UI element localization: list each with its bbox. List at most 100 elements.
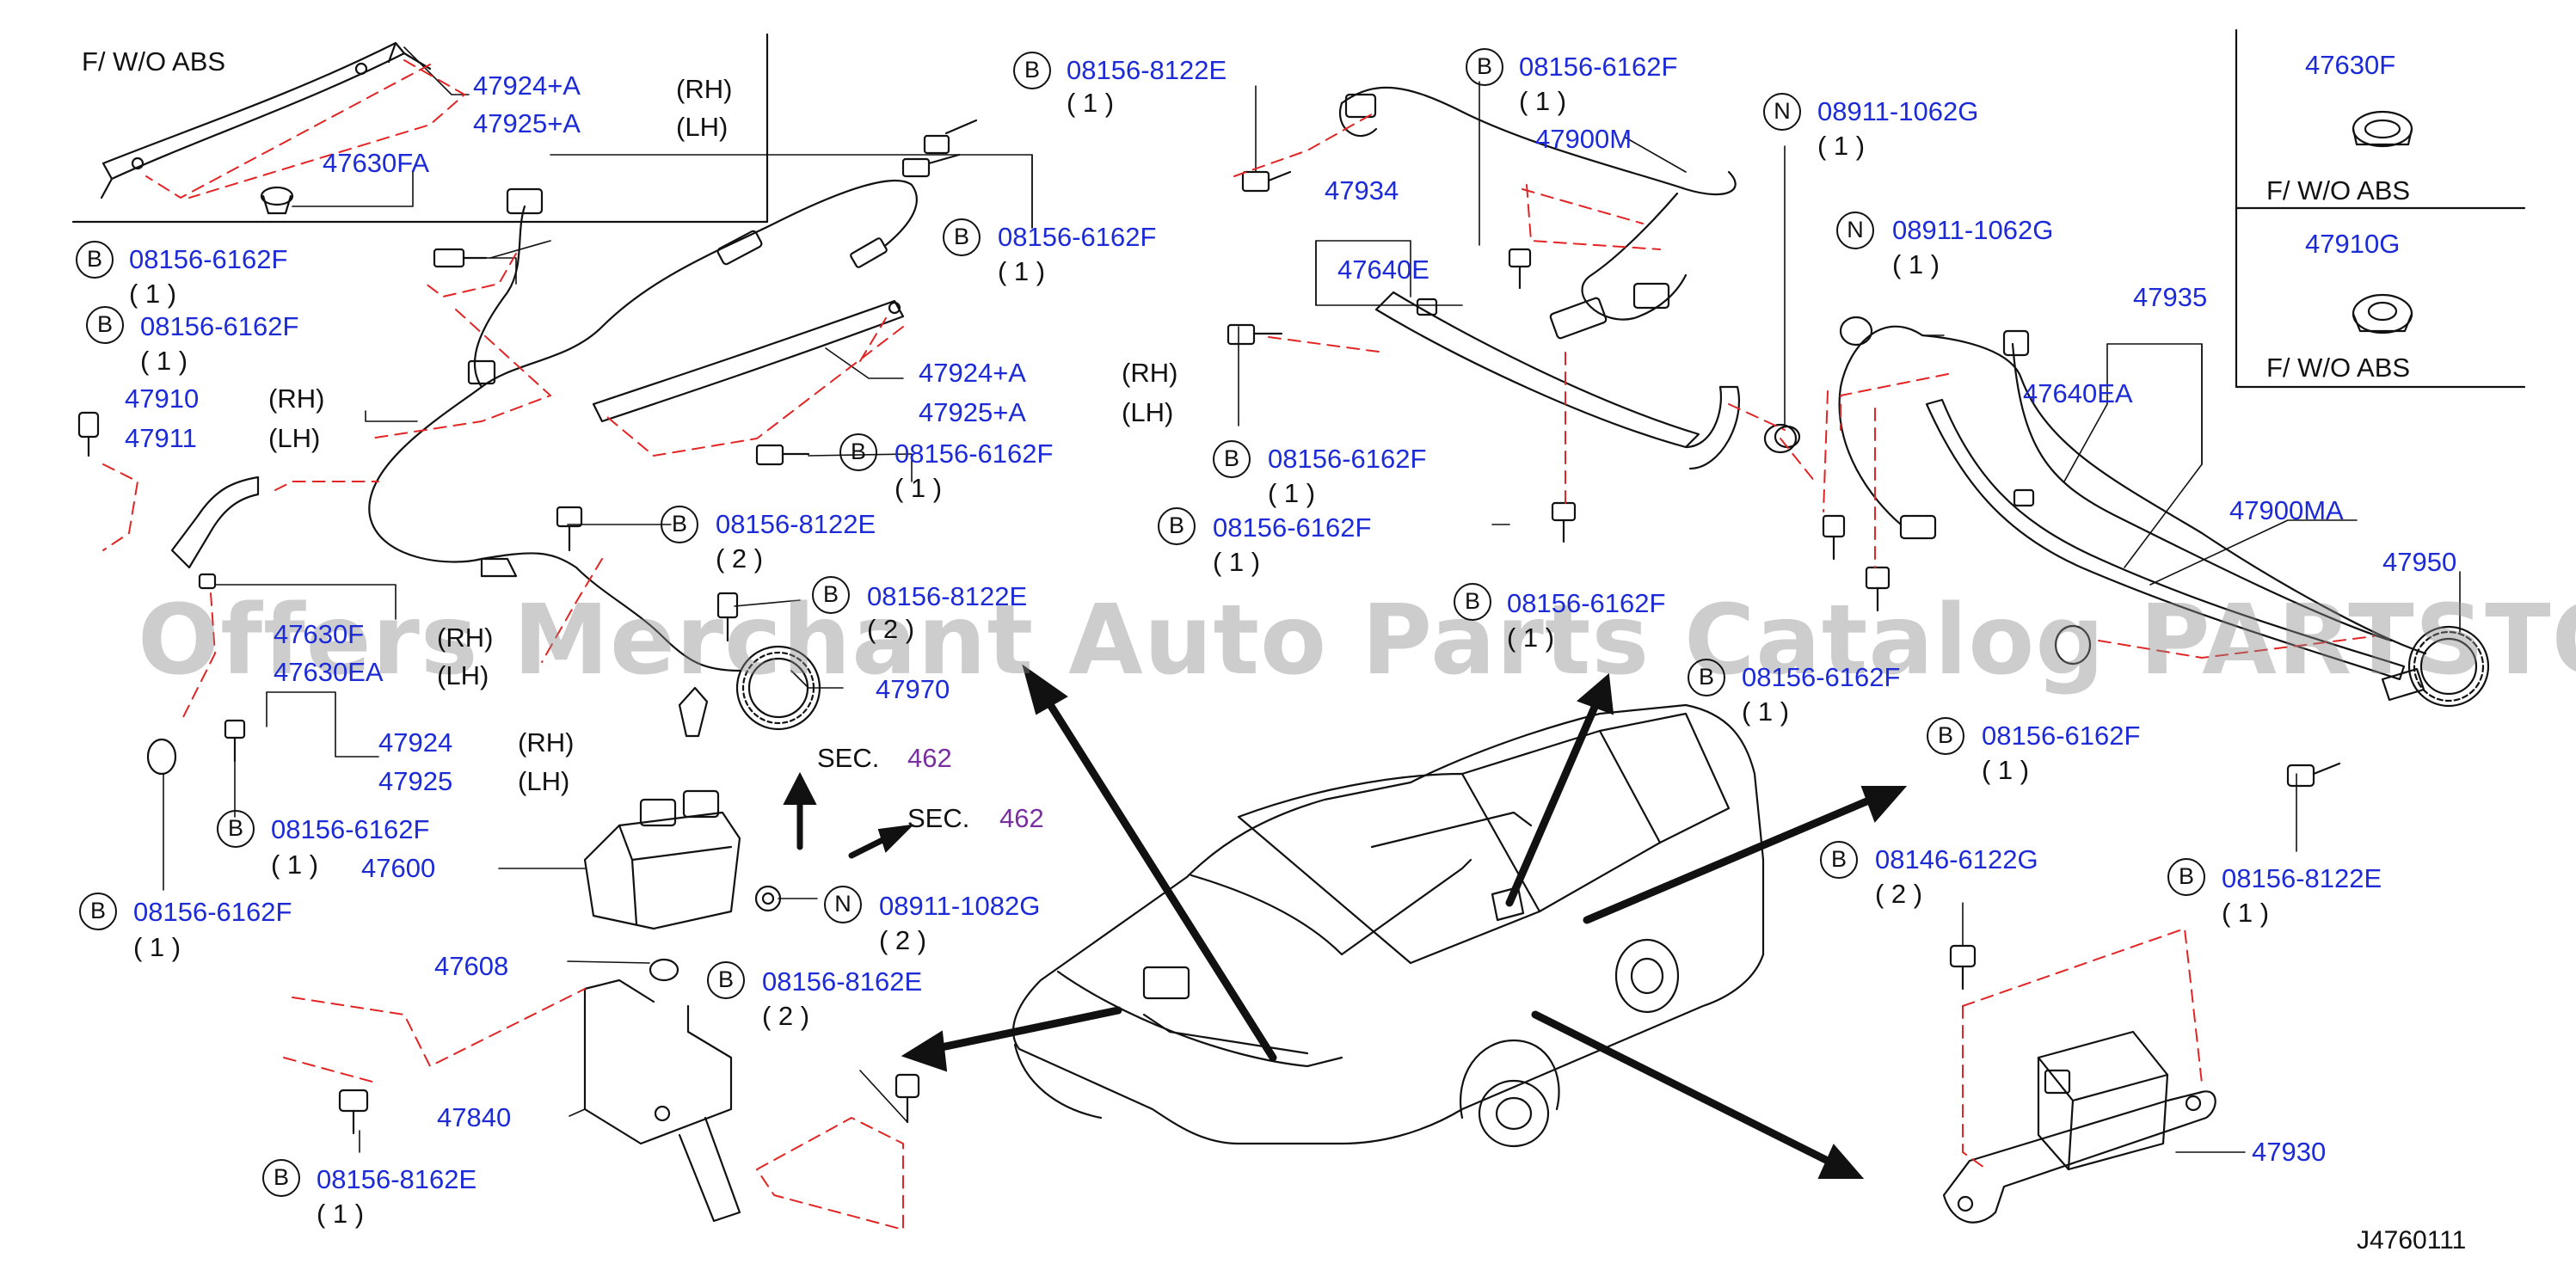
bolt-badge: B: [262, 1159, 300, 1197]
section-ref-link[interactable]: 462: [999, 803, 1044, 833]
part-47900ma-label[interactable]: 47900MA: [2229, 495, 2344, 525]
part-47840-label[interactable]: 47840: [437, 1102, 512, 1132]
quantity-label: ( 1 ): [1817, 131, 1866, 161]
bolt-badge: B: [79, 893, 117, 930]
part-47925a-label[interactable]: 47925+A: [473, 108, 581, 138]
quantity-label: ( 1 ): [1268, 478, 1316, 508]
nut-badge: N: [1763, 93, 1801, 131]
part-47925-label[interactable]: 47925: [378, 766, 453, 796]
bolt-badge: B: [812, 576, 850, 614]
quantity-label: ( 1 ): [2222, 898, 2270, 928]
note-without-abs: F/ W/O ABS: [2266, 175, 2411, 206]
bolt-badge: B: [217, 810, 255, 848]
nut-badge: N: [1836, 212, 1874, 249]
part-08156-6162f-label[interactable]: 08156-6162F: [1268, 444, 1427, 474]
bolt-badge: B: [1927, 717, 1964, 755]
quantity-label: ( 1 ): [140, 346, 188, 376]
leader-lines: [163, 46, 2461, 1153]
inset-frame-top-left: [71, 33, 769, 224]
side-rh-label: (RH): [1122, 358, 1178, 388]
part-08156-6162f-label[interactable]: 08156-6162F: [1519, 52, 1678, 82]
part-47630fa-label[interactable]: 47630FA: [323, 148, 430, 178]
section-ref-link[interactable]: 462: [907, 743, 952, 773]
part-08156-6162f-label[interactable]: 08156-6162F: [133, 897, 292, 927]
part-08156-6162f-label[interactable]: 08156-6162F: [1507, 588, 1666, 618]
part-08146-6122g-label[interactable]: 08146-6122G: [1875, 844, 2038, 874]
part-47630ea-label[interactable]: 47630EA: [274, 657, 384, 687]
part-08911-1062g-label[interactable]: 08911-1062G: [1892, 215, 2054, 245]
inset-frame-top-right: [2235, 28, 2526, 389]
part-47930-label[interactable]: 47930: [2252, 1137, 2327, 1167]
diagram-id: J4760111: [2357, 1226, 2467, 1255]
part-47950-label[interactable]: 47950: [2382, 547, 2457, 577]
quantity-label: ( 1 ): [1507, 623, 1555, 653]
part-47640e-label[interactable]: 47640E: [1337, 255, 1429, 285]
part-08156-8162e-label[interactable]: 08156-8162E: [317, 1164, 477, 1194]
vehicle-outline: [1012, 703, 1765, 1145]
part-47600-label[interactable]: 47600: [361, 853, 436, 883]
side-lh-label: (LH): [518, 766, 570, 796]
quantity-label: ( 2 ): [762, 1001, 810, 1031]
bolt-badge: B: [839, 433, 877, 471]
bolt-badge: B: [86, 306, 124, 344]
part-08156-6162f-label[interactable]: 08156-6162F: [998, 222, 1157, 252]
part-47970-label[interactable]: 47970: [876, 674, 950, 704]
part-47640ea-label[interactable]: 47640EA: [2023, 378, 2133, 408]
side-rh-label: (RH): [676, 74, 733, 104]
bolt-badge: B: [1213, 440, 1251, 478]
part-08156-8122e-label[interactable]: 08156-8122E: [716, 509, 876, 539]
quantity-label: ( 1 ): [1213, 547, 1261, 577]
part-47924a-label[interactable]: 47924+A: [919, 358, 1026, 388]
quantity-label: ( 2 ): [879, 925, 927, 955]
part-47630f-label[interactable]: 47630F: [2305, 50, 2396, 80]
side-lh-label: (LH): [676, 112, 729, 142]
part-08156-8122e-label[interactable]: 08156-8122E: [867, 581, 1028, 611]
part-47935-label[interactable]: 47935: [2133, 282, 2208, 312]
side-rh-label: (RH): [518, 727, 575, 758]
quantity-label: ( 1 ): [1519, 86, 1567, 116]
part-08156-8122e-label[interactable]: 08156-8122E: [1067, 55, 1227, 85]
part-08156-6162f-label[interactable]: 08156-6162F: [129, 244, 288, 274]
callout-arrows: [783, 664, 1908, 1179]
part-08156-6162f-label[interactable]: 08156-6162F: [271, 814, 430, 844]
bolt-badge: B: [1013, 52, 1051, 89]
side-lh-label: (LH): [268, 423, 321, 453]
bolt-icons: [77, 119, 2341, 1135]
quantity-label: ( 2 ): [716, 543, 764, 574]
bolt-badge: B: [1454, 583, 1491, 621]
bolt-badge: B: [943, 218, 981, 256]
quantity-label: ( 1 ): [1892, 249, 1940, 279]
part-08156-6162f-label[interactable]: 08156-6162F: [895, 439, 1054, 469]
part-08156-6162f-label[interactable]: 08156-6162F: [1213, 512, 1372, 543]
part-08156-6162f-label[interactable]: 08156-6162F: [140, 311, 299, 341]
quantity-label: ( 1 ): [271, 850, 319, 880]
side-lh-label: (LH): [1122, 397, 1174, 427]
bolt-badge: B: [2167, 858, 2205, 896]
part-08911-1062g-label[interactable]: 08911-1062G: [1817, 96, 1979, 126]
side-lh-label: (LH): [437, 660, 489, 690]
part-47910-label[interactable]: 47910: [125, 383, 200, 414]
side-rh-label: (RH): [268, 383, 325, 414]
note-without-abs: F/ W/O ABS: [2266, 353, 2411, 383]
part-08156-6162f-label[interactable]: 08156-6162F: [1742, 662, 1901, 692]
bolt-badge: B: [76, 241, 114, 279]
part-08156-8162e-label[interactable]: 08156-8162E: [762, 966, 923, 997]
bolt-badge: B: [1158, 507, 1196, 545]
part-08156-6162f-label[interactable]: 08156-6162F: [1982, 721, 2141, 751]
part-47925a-label[interactable]: 47925+A: [919, 397, 1026, 427]
part-47934-label[interactable]: 47934: [1325, 175, 1399, 206]
part-47924a-label[interactable]: 47924+A: [473, 71, 581, 101]
part-47911-label[interactable]: 47911: [125, 423, 197, 453]
part-47630f-label[interactable]: 47630F: [274, 619, 365, 649]
part-08911-1082g-label[interactable]: 08911-1082G: [879, 891, 1041, 921]
note-without-abs: F/ W/O ABS: [82, 46, 226, 77]
part-47910g-label[interactable]: 47910G: [2305, 229, 2401, 259]
part-47924-label[interactable]: 47924: [378, 727, 453, 758]
bolt-badge: B: [661, 506, 698, 543]
part-47608-label[interactable]: 47608: [434, 951, 509, 981]
part-08156-8122e-label[interactable]: 08156-8122E: [2222, 863, 2382, 893]
bolt-badge: B: [1466, 48, 1503, 86]
part-47900m-label[interactable]: 47900M: [1535, 124, 1632, 154]
